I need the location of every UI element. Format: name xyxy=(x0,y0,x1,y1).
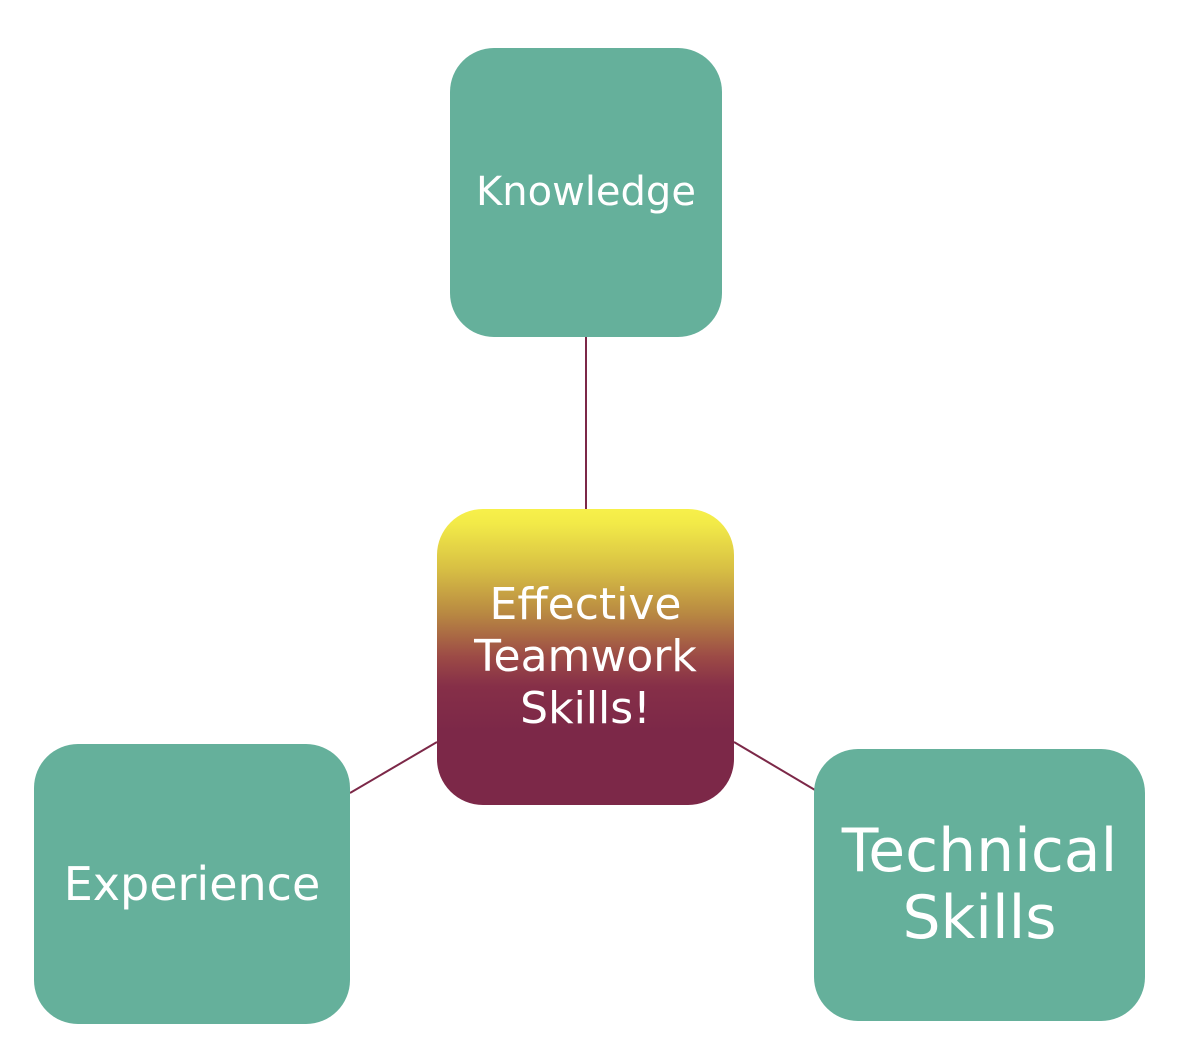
node-experience-label: Experience xyxy=(63,856,321,911)
center-label: Effective Teamwork Skills! xyxy=(474,579,697,735)
center-label-line2: Teamwork xyxy=(474,631,697,683)
connector-technical xyxy=(733,741,816,791)
node-experience: Experience xyxy=(34,744,350,1024)
technical-label-line1: Technical xyxy=(841,815,1118,886)
connector-experience xyxy=(349,741,438,794)
node-knowledge: Knowledge xyxy=(450,48,722,337)
node-technical-skills: Technical Skills xyxy=(814,749,1145,1021)
center-label-line1: Effective xyxy=(489,579,682,631)
technical-label-line2: Skills xyxy=(902,883,1057,953)
node-effective-teamwork-skills: Effective Teamwork Skills! xyxy=(437,509,734,805)
node-knowledge-label: Knowledge xyxy=(476,168,696,215)
center-label-line3: Skills! xyxy=(520,682,651,734)
technical-label: Technical Skills xyxy=(841,815,1118,953)
